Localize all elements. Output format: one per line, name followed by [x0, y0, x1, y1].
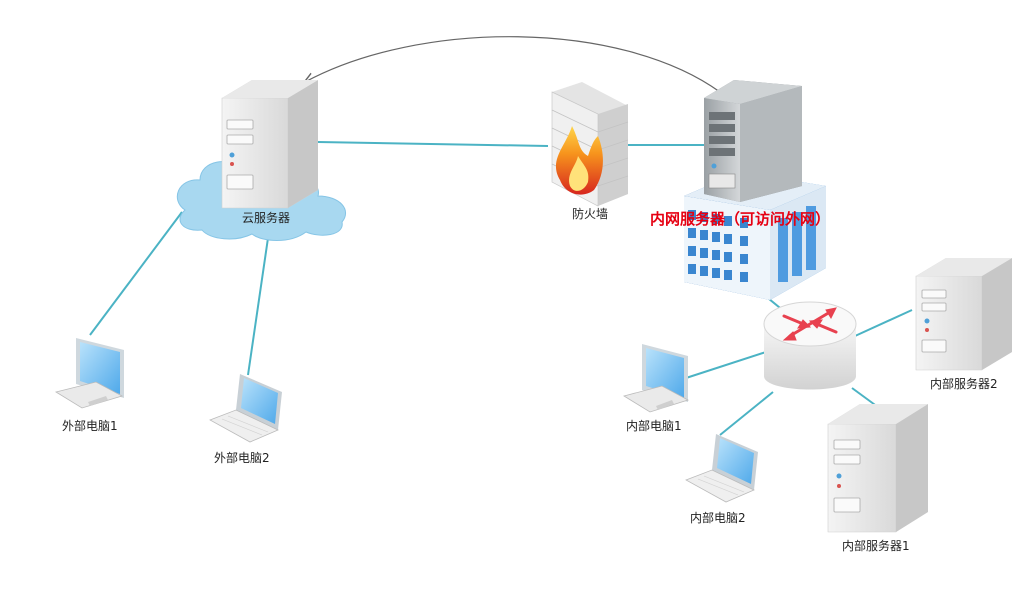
- cloud-server-icon: [176, 80, 347, 241]
- external-pc2-label: 外部电脑2: [214, 450, 270, 465]
- cloud-server-label: 云服务器: [242, 210, 290, 225]
- link-router-ipc1: [685, 351, 767, 379]
- laptop-icon: [685, 434, 758, 503]
- link-router-ipc2: [719, 391, 774, 436]
- internal-pc1-label: 内部电脑1: [626, 418, 682, 433]
- server-tower-icon: [915, 258, 1012, 371]
- link-cloud-pc1: [89, 211, 183, 336]
- internal-server1-label: 内部服务器1: [842, 538, 910, 553]
- desktop-computer-icon: [622, 344, 690, 413]
- return-arrow: [305, 36, 721, 93]
- internal-pc2-label: 内部电脑2: [690, 510, 746, 525]
- link-cloud-firewall: [317, 141, 549, 147]
- link-router-iserver2: [854, 309, 913, 337]
- internal-server-main-label: 内网服务器（可访问外网）: [650, 210, 830, 228]
- desktop-computer-icon: [54, 338, 124, 409]
- building-server-icon: [684, 80, 826, 300]
- router-icon: [763, 301, 857, 390]
- server-tower-icon: [827, 404, 928, 533]
- laptop-icon: [209, 374, 282, 443]
- external-pc1-label: 外部电脑1: [62, 418, 118, 433]
- firewall-icon: [551, 82, 629, 207]
- link-cloud-pc2: [247, 237, 269, 376]
- internal-server2-label: 内部服务器2: [930, 376, 998, 391]
- firewall-label: 防火墙: [572, 206, 608, 221]
